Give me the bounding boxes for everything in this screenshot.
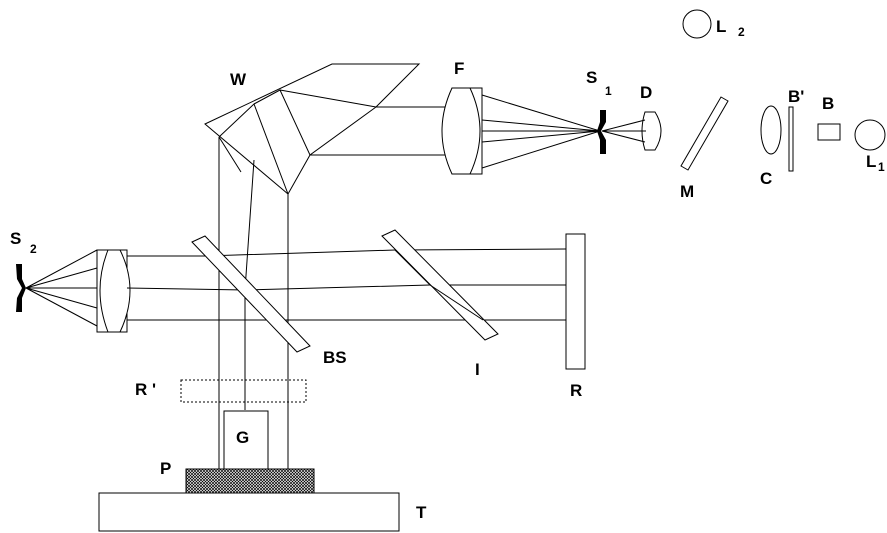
label-l2-sub: 2	[738, 25, 745, 39]
label-s1: S	[586, 68, 597, 87]
rays-s2-to-lens	[25, 249, 98, 327]
plate-i-internal	[394, 249, 484, 321]
lens-s2	[99, 249, 131, 333]
beam-w-to-f	[310, 106, 445, 156]
beam-lens-to-r-mid	[126, 284, 566, 291]
label-l2: L	[716, 17, 726, 36]
plate-i	[381, 229, 499, 341]
label-w: W	[230, 70, 247, 89]
beam-splitter-bs	[191, 235, 311, 353]
label-m: M	[680, 182, 694, 201]
beam-lens-to-r-top	[127, 248, 567, 257]
label-b-prime: B'	[788, 87, 804, 106]
filter-b-prime	[788, 106, 794, 172]
label-g: G	[236, 428, 249, 447]
rays-s1-to-d	[601, 119, 646, 143]
prism-w-internal-rays	[218, 89, 377, 195]
rays-f-to-s1	[481, 94, 601, 169]
collimator-f-lens	[441, 87, 481, 175]
lamp-l2	[682, 9, 712, 39]
aperture-b	[817, 123, 841, 141]
label-b: B	[822, 94, 834, 113]
mirror-m	[680, 96, 729, 171]
label-bs: BS	[323, 348, 347, 367]
label-r-prime: R '	[135, 380, 156, 399]
lamp-l1	[854, 119, 886, 151]
label-s2-sub: 2	[30, 242, 37, 256]
slit-s2-top	[16, 264, 26, 288]
slit-s1-top	[597, 110, 606, 131]
lens-d	[641, 111, 662, 151]
label-i: I	[475, 360, 480, 379]
slit-s2-bottom	[16, 288, 26, 312]
label-p: P	[160, 459, 171, 478]
specimen-p	[185, 468, 315, 494]
label-r: R	[570, 381, 582, 400]
label-t: T	[416, 503, 427, 522]
mirror-r	[565, 233, 586, 370]
label-c: C	[760, 169, 772, 188]
label-s1-sub: 1	[605, 84, 612, 98]
label-f: F	[454, 59, 464, 78]
label-d: D	[640, 83, 652, 102]
label-l1: L	[866, 152, 876, 171]
condenser-c	[760, 105, 782, 155]
label-l1-sub: 1	[878, 160, 885, 174]
label-s2: S	[10, 229, 21, 248]
sample-holder-g	[223, 410, 269, 470]
slit-s1-bottom	[597, 131, 606, 154]
table-t	[98, 492, 400, 532]
plate-r-prime	[180, 379, 307, 403]
